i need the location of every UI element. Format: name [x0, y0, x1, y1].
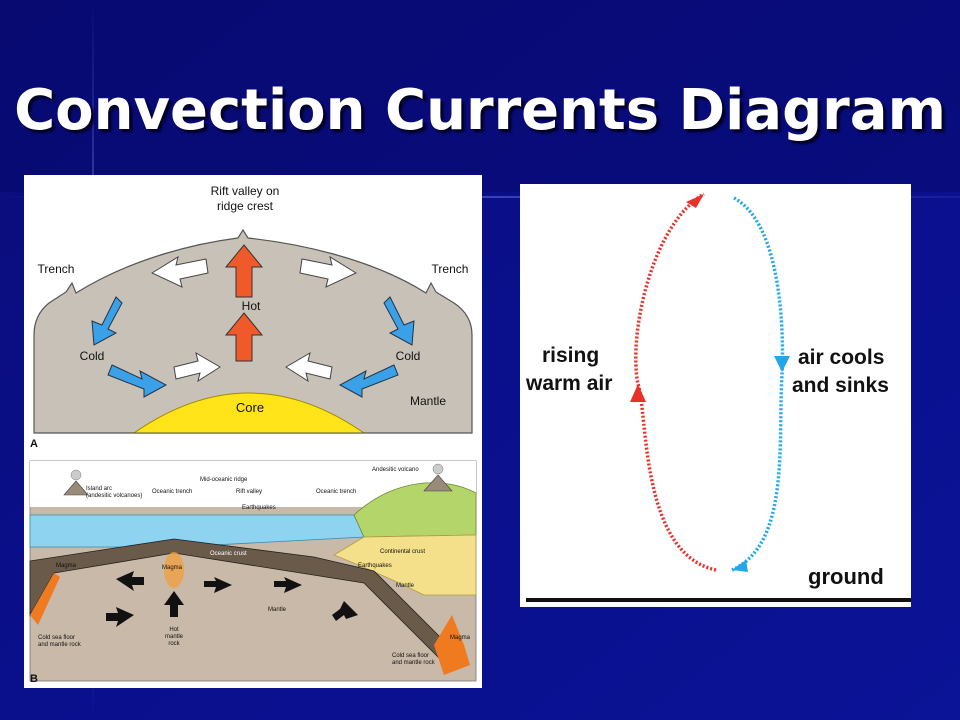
rift-label-line1: Rift valley on: [211, 184, 280, 198]
earthquakes-right-label: Earthquakes: [358, 563, 392, 569]
cold-arrow-left-down: [91, 296, 123, 346]
ground-line: [526, 598, 911, 602]
sinking-arrowhead-mid: [774, 356, 790, 372]
hot-mantle-line3: rock: [168, 641, 180, 647]
mantle-arrow-4: [106, 607, 134, 627]
flow-arrow-bottom-right: [285, 351, 333, 383]
rift-label-line2: ridge crest: [217, 199, 274, 213]
hot-arrow-upper: [224, 244, 264, 298]
hot-arrow-lower: [224, 312, 264, 362]
magma-right-label: Magma: [450, 635, 471, 641]
magma-center-label: Magma: [162, 565, 183, 571]
mid-ocean-ridge-label: Mid-oceanic ridge: [200, 477, 248, 483]
flow-arrow-top-right: [299, 255, 358, 288]
panel-b-letter: B: [30, 673, 38, 685]
plate-tectonics-figure: Rift valley on ridge crest Trench Trench…: [24, 175, 482, 688]
air-convection-svg: rising warm air air cools and sinks grou…: [525, 192, 911, 602]
ground-label: ground: [808, 564, 884, 589]
magma-left-label: Magma: [56, 563, 77, 569]
mantle-right-label: Mantle: [396, 583, 415, 589]
oceanic-trench-right-label: Oceanic trench: [316, 489, 356, 495]
earthquakes-ridge-label: Earthquakes: [242, 505, 276, 511]
rising-arrowhead-mid: [630, 384, 646, 402]
slide-title: Convection Currents Diagram: [14, 78, 946, 143]
rift-valley-label: Rift valley: [236, 489, 262, 495]
cold-arrow-right-down: [383, 296, 415, 346]
cold-sea-left-line2: and mantle rock: [38, 642, 82, 648]
cold-right-label: Cold: [396, 349, 421, 363]
trench-right-label: Trench: [432, 262, 469, 276]
cold-arrow-left-in: [107, 364, 168, 398]
core-region: [132, 392, 366, 434]
oceanic-crust-label: Oceanic crust: [210, 551, 247, 557]
sinking-label-line1: air cools: [798, 346, 884, 369]
cold-sea-right-line1: Cold sea floor: [392, 653, 429, 659]
rising-label-line1: rising: [542, 344, 599, 367]
diagram-b: Island arc (andesitic volcanoes) Oceanic…: [29, 460, 477, 685]
mantle-center-label: Mantle: [268, 607, 287, 613]
sinking-air-path: [731, 196, 785, 572]
island-arc-line1: Island arc: [86, 486, 112, 492]
rising-arrowhead-top: [686, 194, 704, 208]
rising-label-line2: warm air: [525, 372, 612, 395]
air-convection-figure: rising warm air air cools and sinks grou…: [520, 184, 911, 607]
cold-sea-left-line1: Cold sea floor: [38, 635, 75, 641]
sinking-arrowhead-bottom: [732, 560, 748, 572]
mantle-arrow-3: [274, 577, 302, 593]
mantle-arrow-2: [204, 577, 232, 593]
rising-air-path: [634, 192, 717, 572]
oceanic-trench-left-label: Oceanic trench: [152, 489, 192, 495]
hot-mantle-line1: Hot: [169, 627, 179, 633]
flow-arrow-bottom-left: [173, 351, 221, 383]
core-label: Core: [236, 400, 264, 415]
cold-left-label: Cold: [80, 349, 105, 363]
continental-crust-label: Continental crust: [380, 549, 425, 555]
hot-label: Hot: [242, 299, 261, 313]
mantle-label: Mantle: [410, 394, 446, 408]
sinking-label-line2: and sinks: [792, 374, 889, 397]
trench-left-label: Trench: [38, 262, 75, 276]
hot-mantle-line2: mantle: [165, 634, 184, 640]
mantle-arrow-6: [332, 601, 358, 621]
mantle-arrow-1: [116, 571, 144, 591]
plate-tectonics-svg: Rift valley on ridge crest Trench Trench…: [24, 175, 482, 685]
flow-arrow-top-left: [150, 255, 209, 288]
panel-a-letter: A: [30, 438, 38, 450]
mantle-arrow-5: [164, 591, 184, 617]
andesitic-volcano-label: Andesitic volcano: [372, 467, 419, 473]
island-arc-line2: (andesitic volcanoes): [86, 493, 142, 499]
cold-sea-right-line2: and mantle rock: [392, 660, 436, 666]
cold-arrow-right-in: [338, 364, 399, 398]
